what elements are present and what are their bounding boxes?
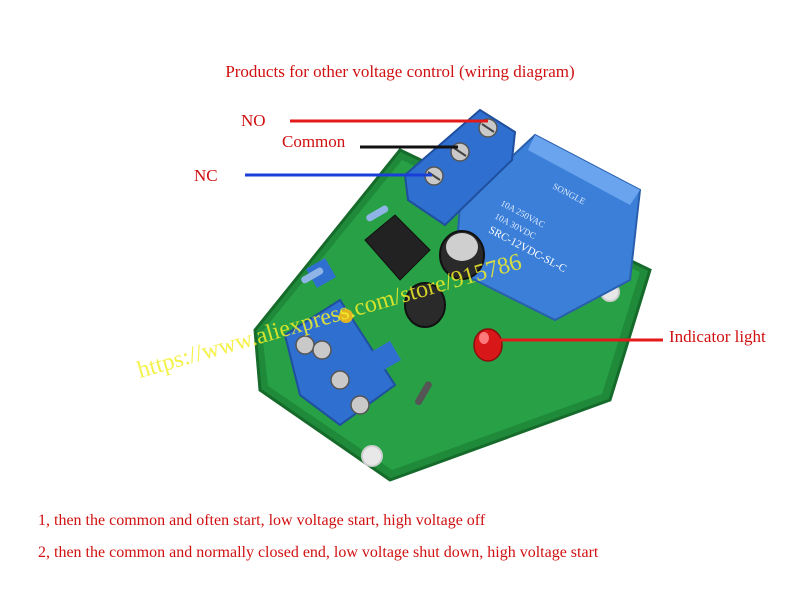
indicator-led [473, 328, 503, 362]
label-common: Common [282, 132, 346, 151]
capacitor [404, 230, 485, 328]
note-1: 1, then the common and often start, low … [38, 512, 486, 529]
note-2: 2, then the common and normally closed e… [38, 544, 599, 561]
diagram-title: Products for other voltage control (wiri… [225, 62, 575, 81]
resistors [301, 205, 432, 406]
label-no: NO [241, 111, 266, 130]
output-terminal-block [403, 108, 517, 227]
label-nc: NC [194, 166, 218, 185]
ic-chip [364, 214, 431, 281]
label-indicator-light: Indicator light [669, 327, 766, 346]
input-terminal-block [283, 298, 397, 427]
